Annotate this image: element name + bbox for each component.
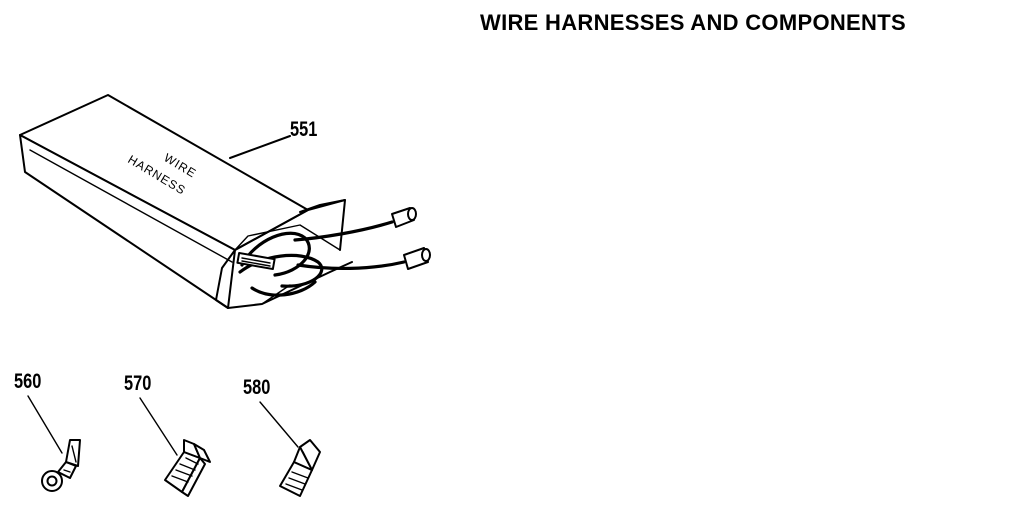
part-number-580[interactable]: 580 bbox=[243, 376, 271, 399]
ring-terminal-560[interactable] bbox=[27, 395, 81, 492]
part-number-551[interactable]: 551 bbox=[290, 118, 318, 141]
part-number-570[interactable]: 570 bbox=[124, 372, 152, 395]
flag-terminal-570[interactable] bbox=[139, 397, 211, 497]
part-number-560[interactable]: 560 bbox=[14, 370, 42, 393]
wire-harness-box[interactable] bbox=[19, 94, 431, 309]
quick-connect-terminal-580[interactable] bbox=[259, 401, 321, 497]
diagram-title: WIRE HARNESSES AND COMPONENTS bbox=[480, 10, 906, 35]
